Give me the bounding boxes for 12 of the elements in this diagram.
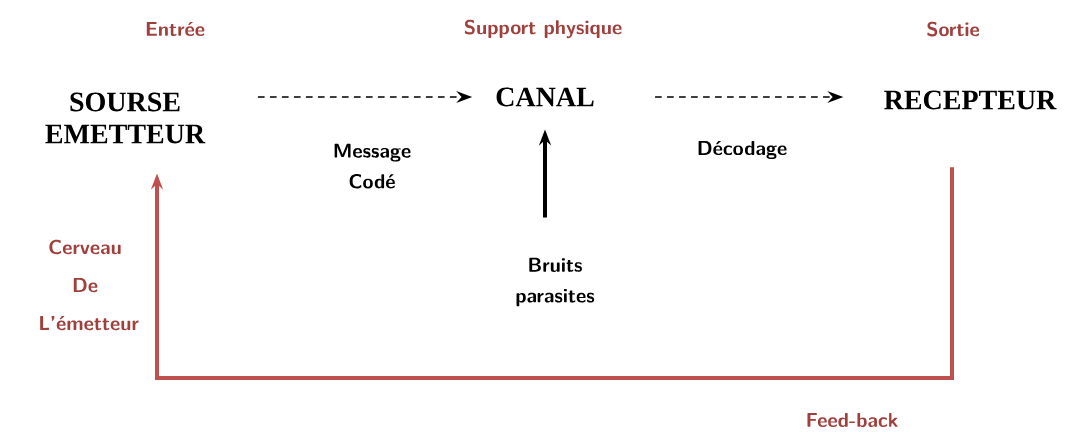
edge-label: Feed-back (807, 412, 898, 428)
arrow (150, 167, 954, 380)
edge-label: Message Codé (334, 143, 411, 189)
heading-label: Cerveau De L’émetteur (40, 239, 139, 331)
node-text: CANAL (496, 87, 594, 107)
heading-label: Support physique (464, 19, 622, 39)
heading-label: Entrée (146, 21, 205, 37)
heading-label: Sortie (927, 21, 980, 37)
node-text: RECEPTEUR (884, 90, 1057, 110)
edge-label: Décodage (698, 141, 787, 159)
node-text: SOURSE EMETTEUR (45, 92, 206, 144)
node-text: Bruits parasites (516, 257, 595, 307)
